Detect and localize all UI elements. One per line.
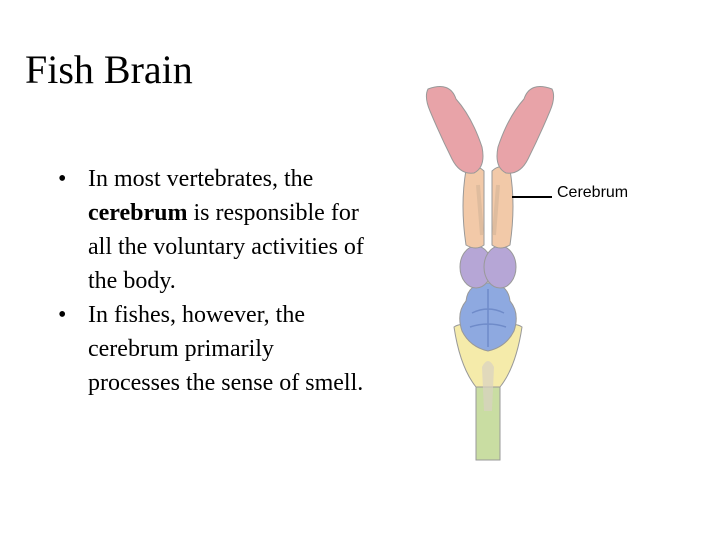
olfactory-bulb-left bbox=[425, 86, 484, 174]
fish-brain-illustration bbox=[425, 86, 555, 461]
bullet-list: • In most vertebrates, the cerebrum is r… bbox=[58, 162, 368, 400]
optic-lobe-right bbox=[483, 245, 517, 289]
medulla-groove bbox=[482, 361, 494, 411]
cerebrum-groove bbox=[476, 184, 500, 236]
bullet-dot: • bbox=[58, 166, 67, 192]
bullet-item: • In most vertebrates, the cerebrum is r… bbox=[58, 162, 368, 298]
bullet-bold-term: cerebrum bbox=[88, 200, 188, 226]
bullet-text: In fishes, however, the cerebrum primari… bbox=[88, 302, 364, 396]
slide-title: Fish Brain bbox=[25, 47, 193, 92]
cerebrum-label: Cerebrum bbox=[557, 184, 629, 201]
label-leader-line bbox=[512, 196, 552, 198]
bullet-text-end: is responsible for all the voluntary act… bbox=[88, 200, 364, 294]
bullet-text-start: In most vertebrates, the bbox=[88, 166, 314, 192]
olfactory-bulb-right bbox=[496, 86, 555, 174]
bullet-dot: • bbox=[58, 302, 67, 328]
cerebellum-fold bbox=[469, 289, 507, 347]
bullet-item: • In fishes, however, the cerebrum prima… bbox=[58, 298, 368, 400]
